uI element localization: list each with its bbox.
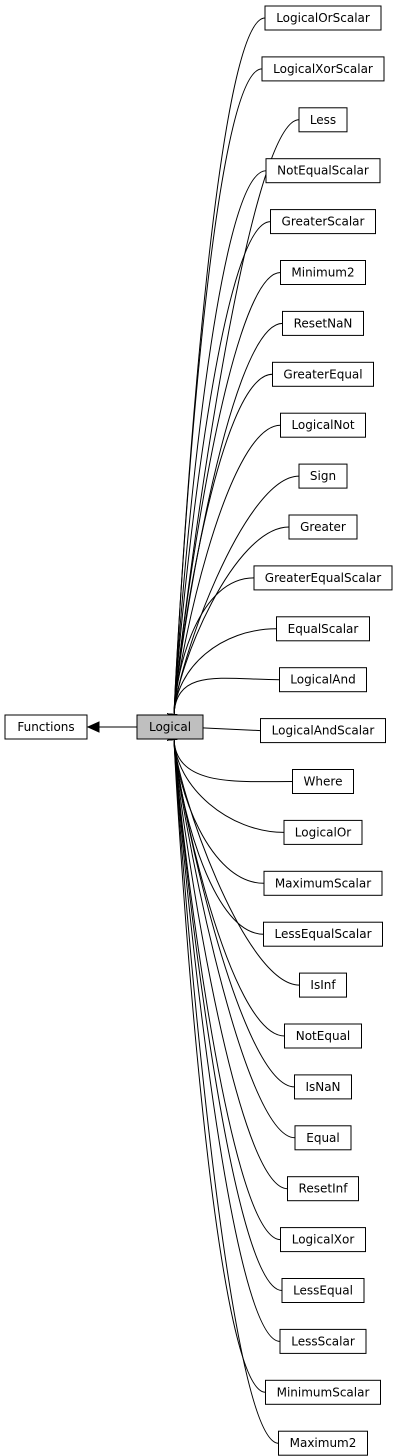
node-logical-and-label: LogicalAnd bbox=[290, 673, 355, 687]
node-minimum-scalar-label: MinimumScalar bbox=[277, 1385, 370, 1399]
node-logical-or[interactable]: LogicalOr bbox=[283, 819, 363, 845]
edge-logical-to-functions-arrowhead bbox=[86, 721, 100, 733]
node-logical-label: Logical bbox=[149, 720, 191, 734]
node-maximum-scalar-label: MaximumScalar bbox=[275, 876, 371, 890]
node-greater-equal-label: GreaterEqual bbox=[283, 367, 362, 381]
node-is-inf[interactable]: IsInf bbox=[299, 972, 347, 998]
node-equal-label: Equal bbox=[306, 1131, 340, 1145]
edge-logical-to-functions bbox=[86, 721, 137, 733]
node-equal[interactable]: Equal bbox=[294, 1125, 352, 1151]
node-reset-na-n[interactable]: ResetNaN bbox=[282, 310, 364, 336]
node-logical-and-scalar-label: LogicalAndScalar bbox=[272, 724, 375, 738]
node-functions[interactable]: Functions bbox=[4, 714, 88, 740]
node-less[interactable]: Less bbox=[298, 107, 348, 133]
node-maximum2[interactable]: Maximum2 bbox=[278, 1430, 368, 1456]
node-greater-equal[interactable]: GreaterEqual bbox=[272, 361, 374, 387]
node-sign[interactable]: Sign bbox=[298, 463, 348, 489]
node-not-equal-label: NotEqual bbox=[296, 1029, 351, 1043]
node-logical[interactable]: Logical bbox=[136, 714, 204, 740]
node-logical-xor[interactable]: LogicalXor bbox=[280, 1227, 366, 1253]
child-node-layer: LogicalOrScalarLogicalXorScalarLessNotEq… bbox=[253, 5, 393, 1456]
node-is-na-n[interactable]: IsNaN bbox=[294, 1074, 352, 1100]
node-reset-inf-label: ResetInf bbox=[299, 1182, 349, 1196]
node-where-label: Where bbox=[304, 775, 343, 789]
node-logical-xor-scalar[interactable]: LogicalXorScalar bbox=[261, 56, 385, 82]
node-logical-not[interactable]: LogicalNot bbox=[280, 412, 366, 438]
node-logical-and[interactable]: LogicalAnd bbox=[279, 667, 367, 693]
node-greater-equal-scalar-label: GreaterEqualScalar bbox=[265, 571, 381, 585]
node-where[interactable]: Where bbox=[292, 769, 354, 794]
node-greater-label: Greater bbox=[300, 520, 346, 534]
node-maximum-scalar[interactable]: MaximumScalar bbox=[263, 870, 383, 896]
node-greater-scalar-label: GreaterScalar bbox=[282, 215, 365, 229]
node-logical-xor-label: LogicalXor bbox=[292, 1233, 355, 1247]
node-less-scalar-label: LessScalar bbox=[291, 1334, 355, 1348]
node-reset-inf[interactable]: ResetInf bbox=[287, 1176, 359, 1202]
node-minimum-scalar[interactable]: MinimumScalar bbox=[265, 1379, 381, 1405]
node-logical-not-label: LogicalNot bbox=[291, 418, 354, 432]
node-less-label: Less bbox=[310, 113, 336, 127]
edge-less-equal-to-logical bbox=[167, 727, 283, 1291]
node-logical-or-scalar-label: LogicalOrScalar bbox=[276, 11, 370, 25]
node-reset-na-n-label: ResetNaN bbox=[294, 316, 353, 330]
node-maximum2-label: Maximum2 bbox=[290, 1436, 357, 1450]
edge-logical-xor-scalar-to-logical bbox=[167, 68, 263, 727]
node-less-equal[interactable]: LessEqual bbox=[281, 1278, 365, 1303]
node-greater-equal-scalar[interactable]: GreaterEqualScalar bbox=[253, 565, 393, 591]
node-greater[interactable]: Greater bbox=[288, 514, 358, 540]
node-is-na-n-label: IsNaN bbox=[305, 1080, 340, 1094]
node-logical-xor-scalar-label: LogicalXorScalar bbox=[273, 62, 373, 76]
node-less-equal-scalar[interactable]: LessEqualScalar bbox=[263, 921, 383, 947]
node-sign-label: Sign bbox=[310, 469, 336, 483]
node-minimum2[interactable]: Minimum2 bbox=[280, 260, 366, 285]
node-less-scalar[interactable]: LessScalar bbox=[279, 1328, 367, 1354]
node-less-equal-label: LessEqual bbox=[293, 1284, 353, 1298]
node-minimum2-label: Minimum2 bbox=[291, 266, 354, 280]
node-logical-and-scalar[interactable]: LogicalAndScalar bbox=[260, 718, 386, 744]
node-equal-scalar-label: EqualScalar bbox=[288, 622, 359, 636]
node-equal-scalar[interactable]: EqualScalar bbox=[276, 616, 370, 642]
node-is-inf-label: IsInf bbox=[310, 978, 336, 992]
node-not-equal[interactable]: NotEqual bbox=[284, 1023, 362, 1049]
node-not-equal-scalar-label: NotEqualScalar bbox=[277, 164, 369, 178]
node-logical-or-scalar[interactable]: LogicalOrScalar bbox=[264, 5, 382, 31]
node-logical-or-label: LogicalOr bbox=[295, 825, 351, 839]
node-functions-label: Functions bbox=[17, 720, 74, 734]
node-less-equal-scalar-label: LessEqualScalar bbox=[274, 927, 371, 941]
node-greater-scalar[interactable]: GreaterScalar bbox=[270, 209, 376, 235]
edge-maximum2-to-logical bbox=[167, 727, 279, 1444]
edge-equal-scalar-to-logical bbox=[167, 628, 277, 727]
node-not-equal-scalar[interactable]: NotEqualScalar bbox=[265, 158, 381, 184]
edge-minimum2-to-logical bbox=[167, 272, 281, 727]
